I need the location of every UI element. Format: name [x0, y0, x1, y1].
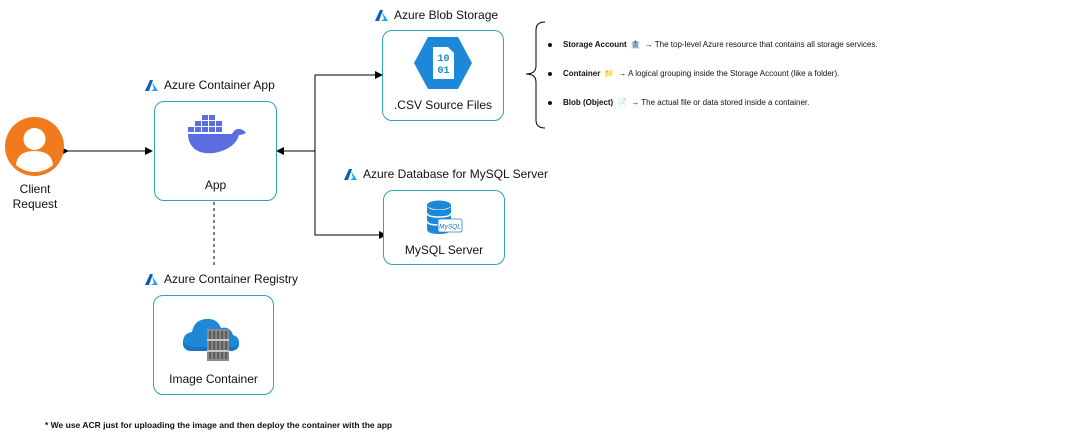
blob-storage-label: .CSV Source Files [393, 98, 493, 112]
app-blob-connector [277, 71, 383, 152]
bullet-dot [548, 100, 552, 105]
client-label-line1: Client [19, 182, 51, 196]
registry-node[interactable]: Image Container [153, 295, 274, 395]
svg-text:10: 10 [437, 54, 449, 65]
app-mysql-connector [314, 151, 387, 239]
mysql-node[interactable]: MySQL MySQL Server [383, 190, 505, 265]
azure-logo-icon [145, 79, 158, 91]
azure-logo-icon [344, 168, 357, 180]
note-container: Container 📁 → A logical grouping inside … [548, 69, 839, 78]
note-text: → A logical grouping inside the Storage … [618, 69, 840, 78]
folder-icon: 📁 [604, 69, 615, 78]
note-storage-account: Storage Account 🏦 → The top-level Azure … [548, 40, 878, 49]
note-term: Storage Account [563, 40, 627, 49]
registry-title: Azure Container Registry [145, 272, 298, 286]
registry-title-text: Azure Container Registry [164, 272, 299, 286]
container-app-node[interactable]: App [154, 101, 277, 201]
blob-storage-node[interactable]: 10 01 .CSV Source Files [382, 30, 504, 121]
note-text: → The top-level Azure resource that cont… [644, 40, 878, 49]
cloud-container-icon [182, 318, 240, 361]
notes-brace [525, 21, 546, 129]
binary-file-icon: 10 01 [414, 37, 472, 89]
client-avatar [5, 117, 64, 176]
mysql-label: MySQL Server [404, 243, 484, 257]
client-label-line2: Request [12, 197, 58, 211]
blob-storage-title-text: Azure Blob Storage [394, 8, 499, 22]
registry-label: Image Container [169, 372, 258, 386]
container-app-label: App [204, 178, 227, 192]
client-label: Client Request [0, 182, 70, 212]
bullet-dot [548, 71, 552, 76]
container-app-title-text: Azure Container App [164, 78, 275, 92]
document-icon: 📄 [617, 98, 628, 107]
azure-logo-icon [145, 273, 158, 285]
azure-logo-icon [375, 9, 388, 21]
docker-whale-icon [188, 115, 246, 154]
svg-text:MySQL: MySQL [439, 224, 461, 231]
footnote: * We use ACR just for uploading the imag… [45, 420, 393, 430]
user-icon [5, 117, 64, 176]
mysql-title: Azure Database for MySQL Server [344, 167, 548, 181]
mysql-title-text: Azure Database for MySQL Server [363, 167, 548, 181]
note-blob: Blob (Object) 📄 → The actual file or dat… [548, 98, 809, 107]
bank-icon: 🏦 [630, 40, 641, 49]
blob-storage-title: Azure Blob Storage [375, 8, 498, 22]
mysql-database-icon: MySQL [426, 200, 463, 234]
svg-text:01: 01 [437, 66, 449, 77]
container-app-title: Azure Container App [145, 78, 275, 92]
bullet-dot [548, 42, 552, 47]
note-text: → The actual file or data stored inside … [631, 98, 810, 107]
note-term: Blob (Object) [563, 98, 614, 107]
note-term: Container [563, 69, 601, 78]
